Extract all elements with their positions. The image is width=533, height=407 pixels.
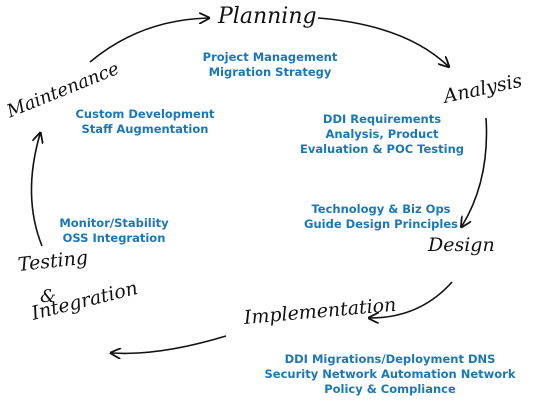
note-line: Technology & Biz Ops (311, 202, 451, 216)
stage-ampersand: & (40, 286, 57, 307)
arrow-design-to-implementation (370, 281, 453, 318)
note-line: Staff Augmentation (81, 122, 209, 136)
note-line: Migration Strategy (208, 65, 332, 79)
arrow-maintenance-to-planning (89, 18, 208, 63)
note-design: Technology & Biz Ops Guide Design Princi… (286, 202, 476, 232)
note-line: DDI Requirements (322, 112, 442, 126)
note-line: DDI Migrations/Deployment DNS (284, 352, 496, 366)
note-line: Policy & Compliance (324, 382, 456, 396)
note-implementation: DDI Migrations/Deployment DNS Security N… (255, 352, 525, 397)
note-line: Monitor/Stability (59, 216, 169, 230)
note-maintenance: Custom Development Staff Augmentation (65, 107, 225, 137)
stage-design: Design (428, 234, 495, 256)
note-testing: Monitor/Stability OSS Integration (44, 216, 184, 246)
note-line: Custom Development (75, 107, 215, 121)
arrow-testing-to-maintenance (30, 134, 42, 247)
note-line: Analysis, Product (325, 127, 439, 141)
note-line: OSS Integration (62, 231, 166, 245)
stage-planning: Planning (218, 4, 317, 29)
note-line: Project Management (202, 50, 338, 64)
note-line: Guide Design Principles (304, 217, 458, 231)
arrow-implementation-to-testing (112, 335, 227, 353)
note-line: Evaluation & POC Testing (299, 142, 465, 156)
arrow-analysis-to-design (462, 117, 488, 226)
note-line: Security Network Automation Network (264, 367, 516, 381)
arrow-planning-to-analysis (317, 17, 448, 66)
note-planning: Project Management Migration Strategy (190, 50, 350, 80)
note-analysis: DDI Requirements Analysis, Product Evalu… (282, 112, 482, 157)
